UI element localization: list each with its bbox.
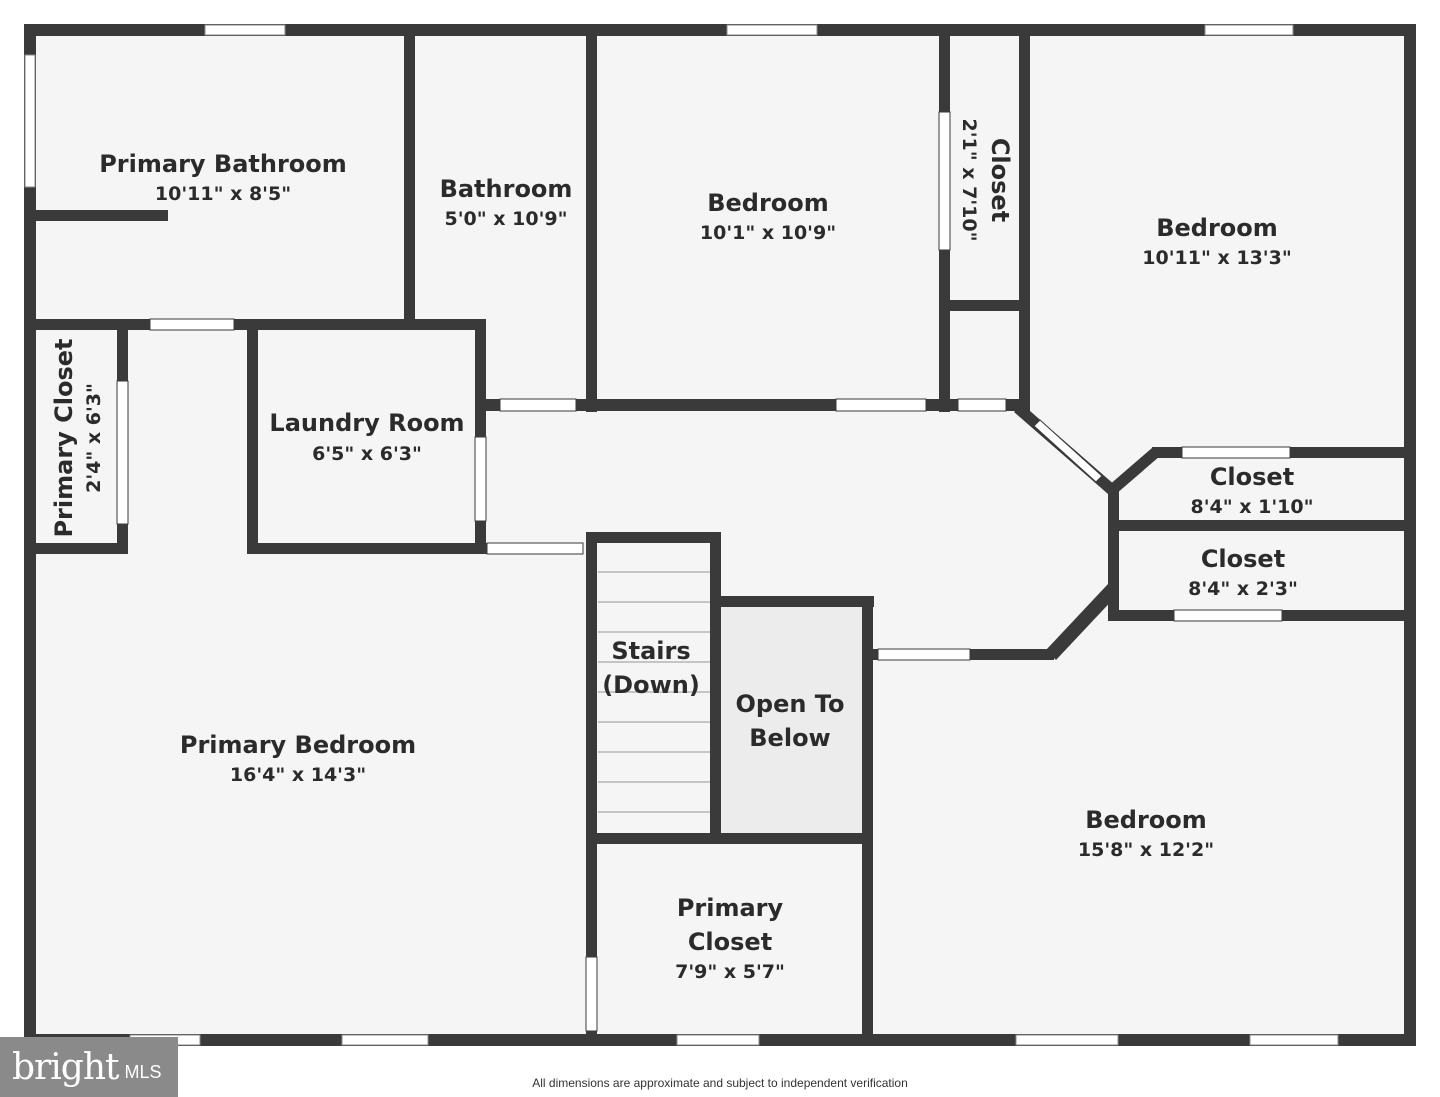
room-name-line2: Closet: [688, 928, 772, 956]
room-name: Primary Closet: [50, 338, 78, 537]
room-name: Bedroom: [1156, 214, 1278, 242]
room-name: Closet: [986, 138, 1014, 222]
room-name-line2: (Down): [602, 671, 700, 699]
room-dimensions: 8'4" x 1'10": [1190, 496, 1313, 518]
room-name: Primary Bedroom: [180, 731, 416, 759]
room-dimensions: 6'5" x 6'3": [312, 443, 422, 465]
room-dimensions: 15'8" x 12'2": [1078, 839, 1214, 861]
room-dimensions: 2'1" x 7'10": [958, 118, 980, 241]
room-dimensions: 7'9" x 5'7": [675, 961, 785, 983]
bright-mls-logo: bright MLS: [0, 1037, 178, 1097]
logo-brand: bright: [12, 1046, 119, 1088]
room-dimensions: 10'11" x 8'5": [155, 183, 291, 205]
room-name: Stairs: [611, 637, 690, 665]
room-name: Closet: [1201, 545, 1285, 573]
room-dimensions: 10'11" x 13'3": [1142, 247, 1291, 269]
room-name: Bedroom: [1085, 806, 1207, 834]
room-name: Bathroom: [440, 175, 573, 203]
room-name-line2: Below: [749, 724, 830, 752]
room-dimensions: 5'0" x 10'9": [444, 208, 567, 230]
room-dimensions: 10'1" x 10'9": [700, 222, 836, 244]
room-name: Primary: [677, 894, 784, 922]
logo-suffix: MLS: [124, 1061, 162, 1082]
room-name: Open To: [736, 690, 845, 718]
doors: [116, 111, 1291, 1032]
disclaimer-footnote: All dimensions are approximate and subje…: [532, 1076, 908, 1090]
room-dimensions: 16'4" x 14'3": [230, 764, 366, 786]
room-dimensions: 2'4" x 6'3": [83, 383, 105, 493]
room-name: Primary Bathroom: [99, 150, 347, 178]
open-to-below-area: [716, 602, 866, 838]
room-dimensions: 8'4" x 2'3": [1188, 578, 1298, 600]
room-name: Laundry Room: [269, 409, 464, 437]
room-name: Bedroom: [707, 189, 829, 217]
room-name: Closet: [1210, 463, 1294, 491]
stair-treads: [598, 571, 710, 813]
